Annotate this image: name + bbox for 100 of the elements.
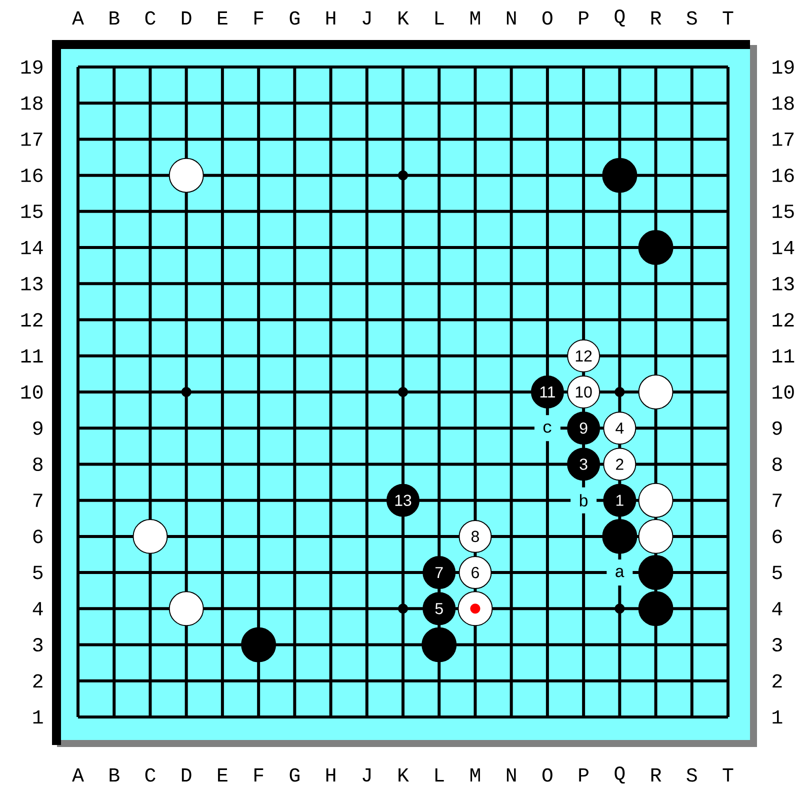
- numbered-stone: 13: [386, 484, 420, 517]
- row-label: 12: [21, 313, 42, 326]
- row-label: 8: [33, 457, 42, 471]
- numbered-stone: 1: [603, 484, 636, 517]
- numbered-stone: 3: [567, 448, 600, 481]
- numbered-stone: 2: [603, 448, 636, 481]
- column-label: J: [362, 11, 370, 25]
- stone: [458, 591, 493, 626]
- stone: [422, 627, 457, 662]
- column-label: H: [326, 11, 336, 25]
- row-label: 17: [21, 132, 42, 146]
- row-label: 12: [772, 313, 794, 326]
- numbered-stone: 9: [567, 412, 600, 445]
- point-letter: a: [606, 560, 633, 586]
- row-label: 10: [21, 385, 43, 399]
- column-label: L: [435, 768, 444, 782]
- point-letter: c: [534, 415, 560, 442]
- row-label: 15: [772, 204, 794, 218]
- point-letter: b: [570, 487, 597, 514]
- numbered-stone: 10: [567, 376, 600, 408]
- row-label: 7: [772, 494, 782, 507]
- column-label: L: [435, 11, 444, 25]
- stone: [638, 555, 674, 590]
- stone: [602, 518, 638, 554]
- row-label: 5: [33, 566, 43, 580]
- row-label: 2: [772, 674, 782, 688]
- numbered-stone: 11: [530, 376, 564, 408]
- column-label: B: [110, 768, 120, 782]
- column-label: E: [218, 11, 228, 25]
- column-label: B: [110, 11, 120, 25]
- stone: [132, 518, 168, 554]
- stone: [638, 374, 674, 410]
- row-label: 14: [772, 241, 794, 254]
- row-label: 5: [772, 566, 782, 580]
- column-label: E: [218, 768, 228, 782]
- row-label: 8: [772, 457, 782, 471]
- numbered-stone: 6: [458, 556, 492, 590]
- column-label: H: [326, 768, 336, 782]
- column-label: P: [579, 11, 588, 25]
- column-label: T: [722, 768, 734, 782]
- column-label: A: [72, 768, 84, 782]
- column-label: A: [72, 11, 84, 25]
- stone: [241, 627, 276, 662]
- column-label: M: [470, 11, 480, 25]
- column-label: R: [651, 11, 662, 25]
- row-label: 7: [33, 494, 42, 507]
- column-label: Q: [614, 9, 625, 27]
- row-label: 14: [21, 241, 43, 254]
- column-label: N: [506, 11, 516, 25]
- row-label: 18: [21, 96, 42, 110]
- column-label: S: [686, 768, 697, 782]
- stone: [168, 158, 204, 193]
- column-label: O: [542, 768, 552, 782]
- column-label: J: [362, 768, 370, 782]
- column-label: F: [254, 11, 264, 25]
- column-label: N: [506, 768, 516, 782]
- column-label: D: [182, 768, 192, 782]
- column-label: T: [722, 11, 734, 25]
- column-label: S: [686, 11, 697, 25]
- stone: [638, 482, 674, 518]
- column-label: F: [254, 768, 264, 782]
- row-label: 10: [772, 385, 794, 399]
- stone: [638, 518, 674, 554]
- column-label: G: [290, 11, 300, 25]
- numbered-stone: 7: [422, 556, 456, 590]
- row-label: 19: [772, 60, 794, 74]
- column-label: G: [290, 768, 300, 782]
- row-label: 18: [772, 96, 794, 110]
- stone: [638, 230, 674, 266]
- row-label: 3: [772, 638, 782, 652]
- row-label: 1: [33, 710, 43, 724]
- column-label: R: [651, 768, 662, 782]
- column-label: C: [145, 768, 156, 782]
- row-label: 16: [772, 168, 794, 182]
- numbered-stone: 4: [603, 412, 636, 445]
- column-label: K: [398, 768, 409, 782]
- row-label: 4: [772, 602, 782, 616]
- stone: [602, 158, 638, 193]
- column-label: O: [542, 11, 552, 25]
- column-label: K: [398, 11, 409, 25]
- stone: [638, 591, 674, 626]
- row-label: 15: [21, 204, 43, 218]
- row-label: 4: [32, 602, 43, 616]
- row-label: 2: [33, 674, 42, 688]
- column-label: M: [470, 768, 480, 782]
- row-label: 19: [21, 60, 42, 74]
- column-label: Q: [614, 766, 625, 784]
- numbered-stone: 5: [422, 592, 456, 626]
- column-label: P: [579, 768, 588, 782]
- row-label: 6: [772, 530, 782, 544]
- row-label: 13: [21, 276, 43, 290]
- row-label: 9: [772, 421, 782, 435]
- row-label: 6: [33, 530, 42, 544]
- column-label: D: [182, 11, 192, 25]
- row-label: 1: [772, 710, 782, 724]
- row-label: 11: [772, 349, 794, 362]
- row-label: 17: [772, 132, 794, 146]
- stone: [168, 591, 204, 626]
- numbered-stone: 8: [458, 520, 492, 553]
- row-label: 16: [21, 168, 42, 182]
